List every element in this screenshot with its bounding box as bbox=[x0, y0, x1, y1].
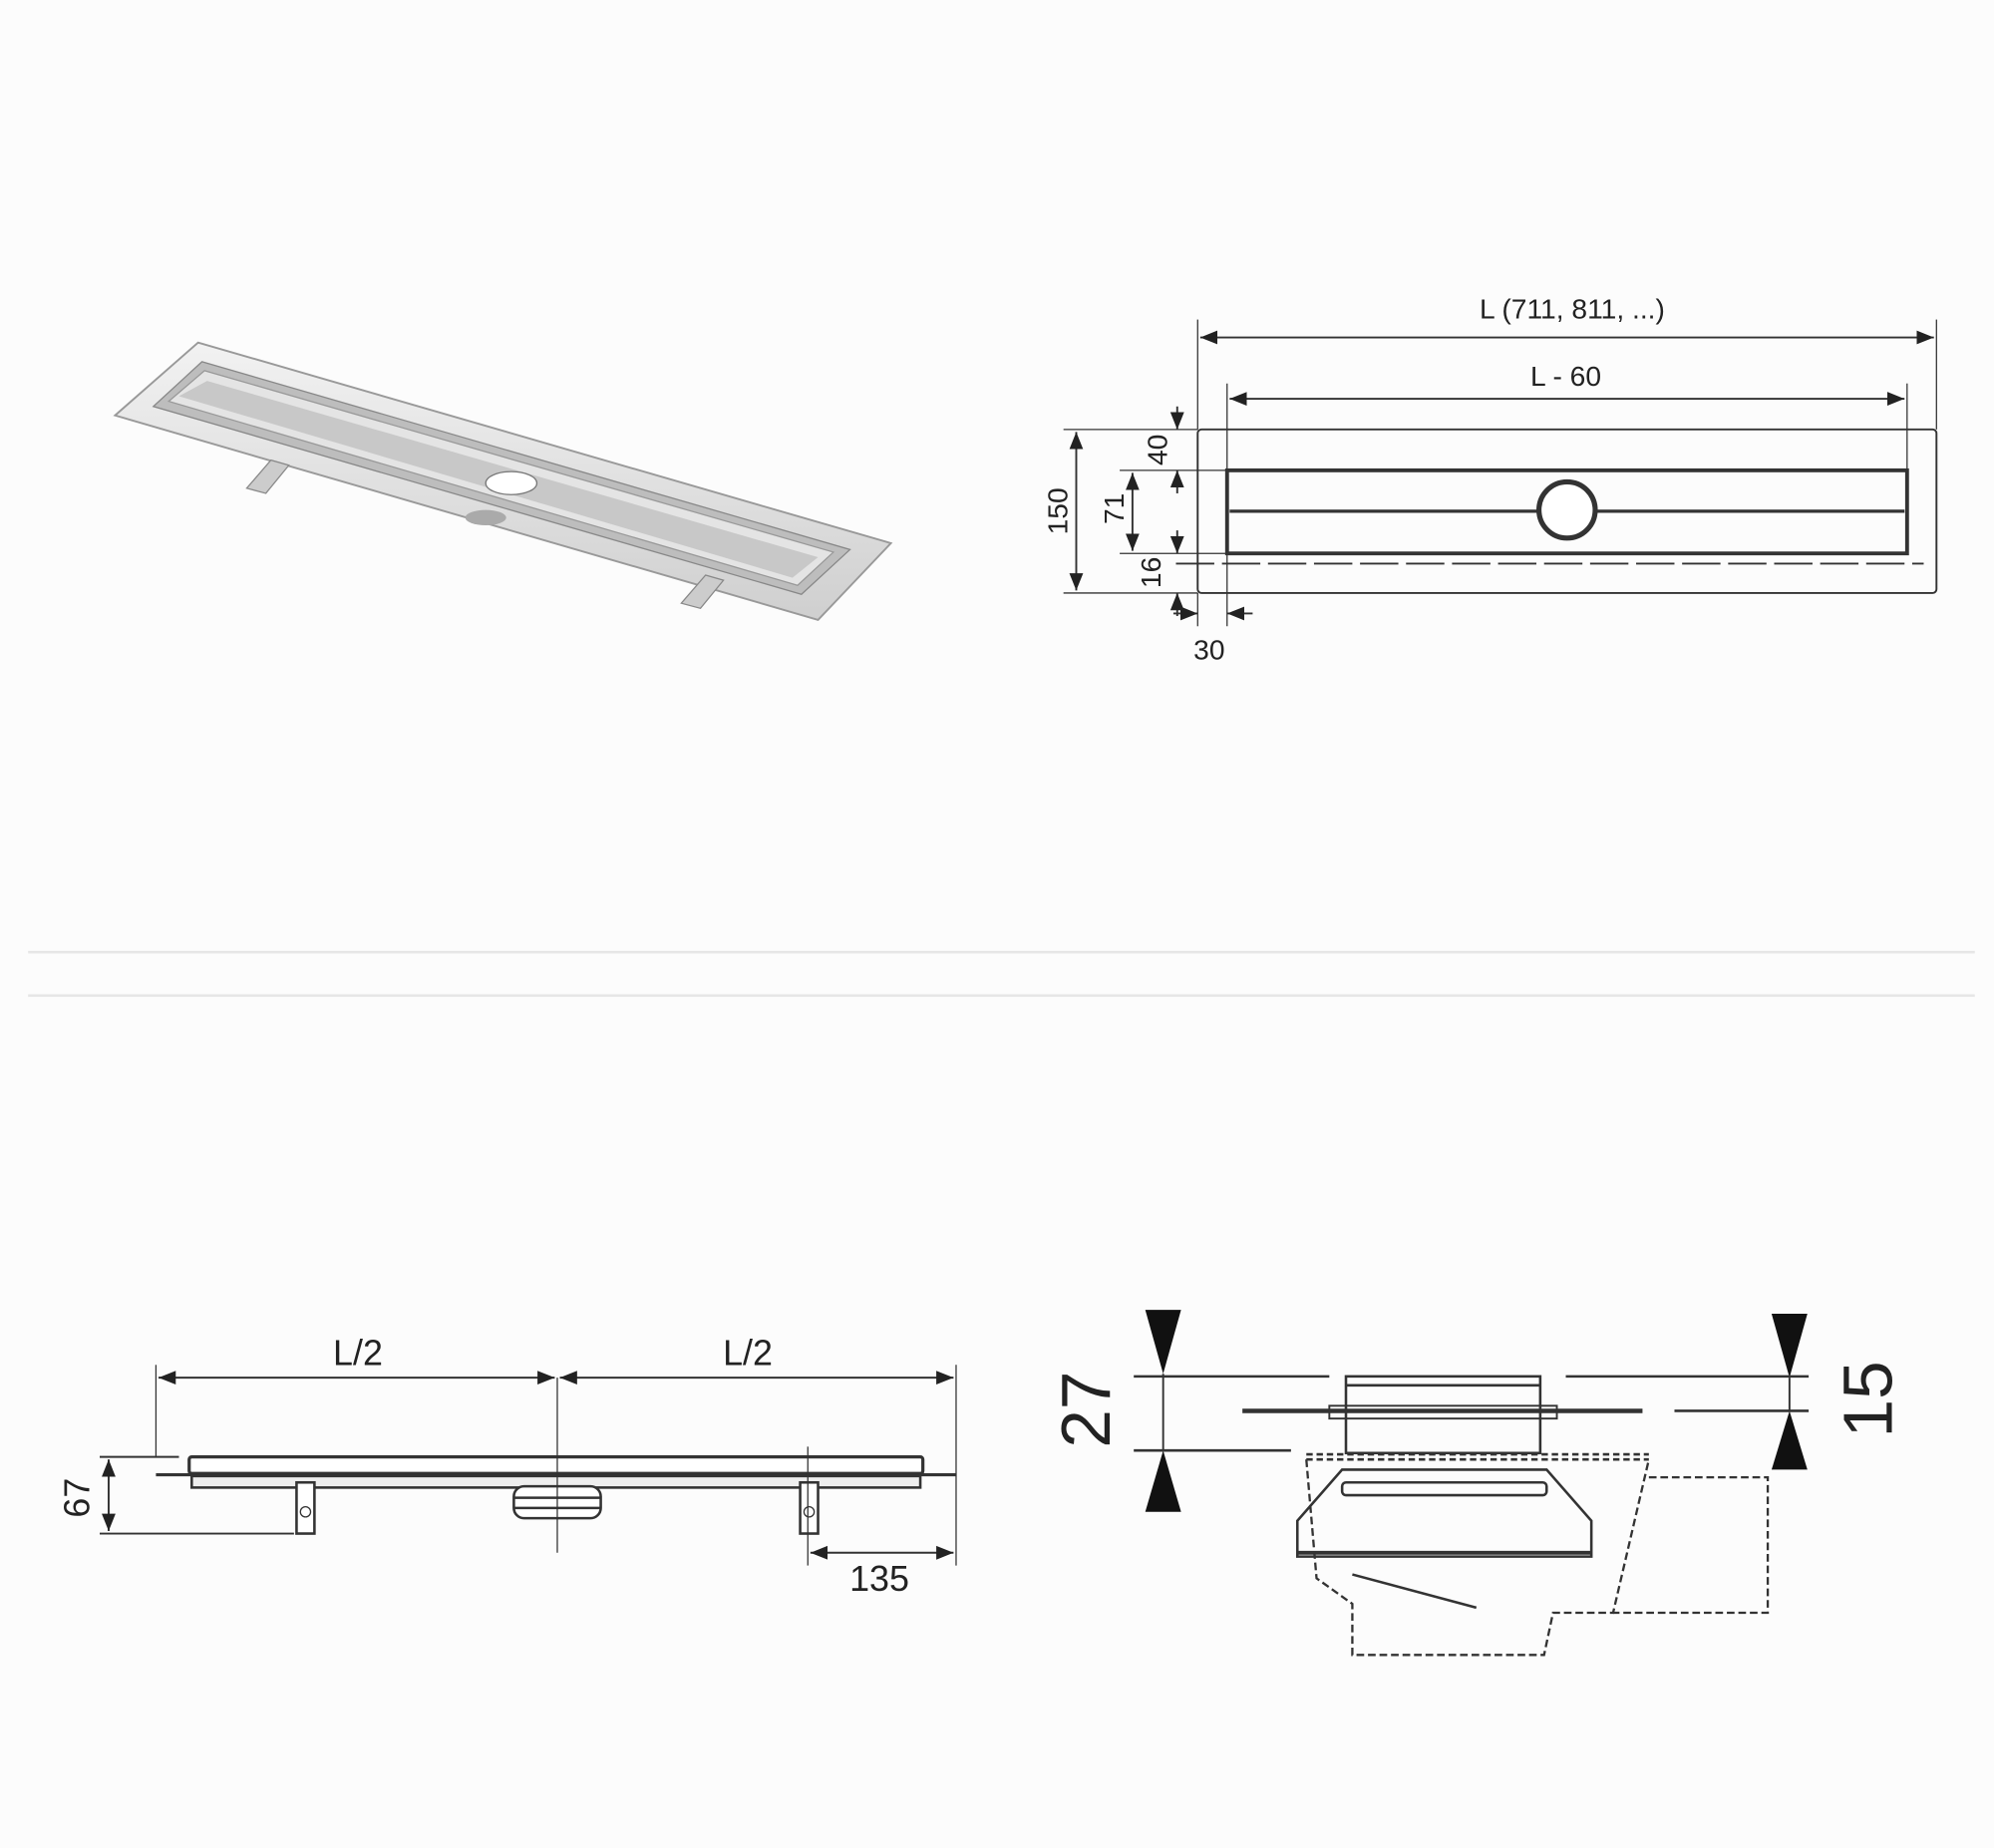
drain-isometric-view bbox=[113, 341, 893, 621]
right-half-label: L/2 bbox=[723, 1333, 773, 1373]
section-view bbox=[1134, 1310, 1810, 1657]
top-margin-label: 40 bbox=[1142, 435, 1173, 465]
foot-offset-label: 135 bbox=[849, 1559, 909, 1599]
bottom-margin-label: 16 bbox=[1135, 557, 1166, 588]
upper-height-label: 15 bbox=[1828, 1361, 1906, 1437]
width-label: 150 bbox=[1042, 487, 1074, 534]
left-half-label: L/2 bbox=[333, 1333, 383, 1373]
side-view bbox=[100, 1365, 957, 1566]
channel-width-label: 71 bbox=[1098, 493, 1130, 524]
height-label: 67 bbox=[58, 1478, 98, 1518]
inner-length-label: L - 60 bbox=[1530, 360, 1601, 392]
total-height-label: 27 bbox=[1047, 1372, 1125, 1448]
plan-view bbox=[1063, 319, 1938, 627]
length-label: L (711, 811, ...) bbox=[1480, 292, 1665, 324]
side-margin-label: 30 bbox=[1193, 634, 1224, 666]
